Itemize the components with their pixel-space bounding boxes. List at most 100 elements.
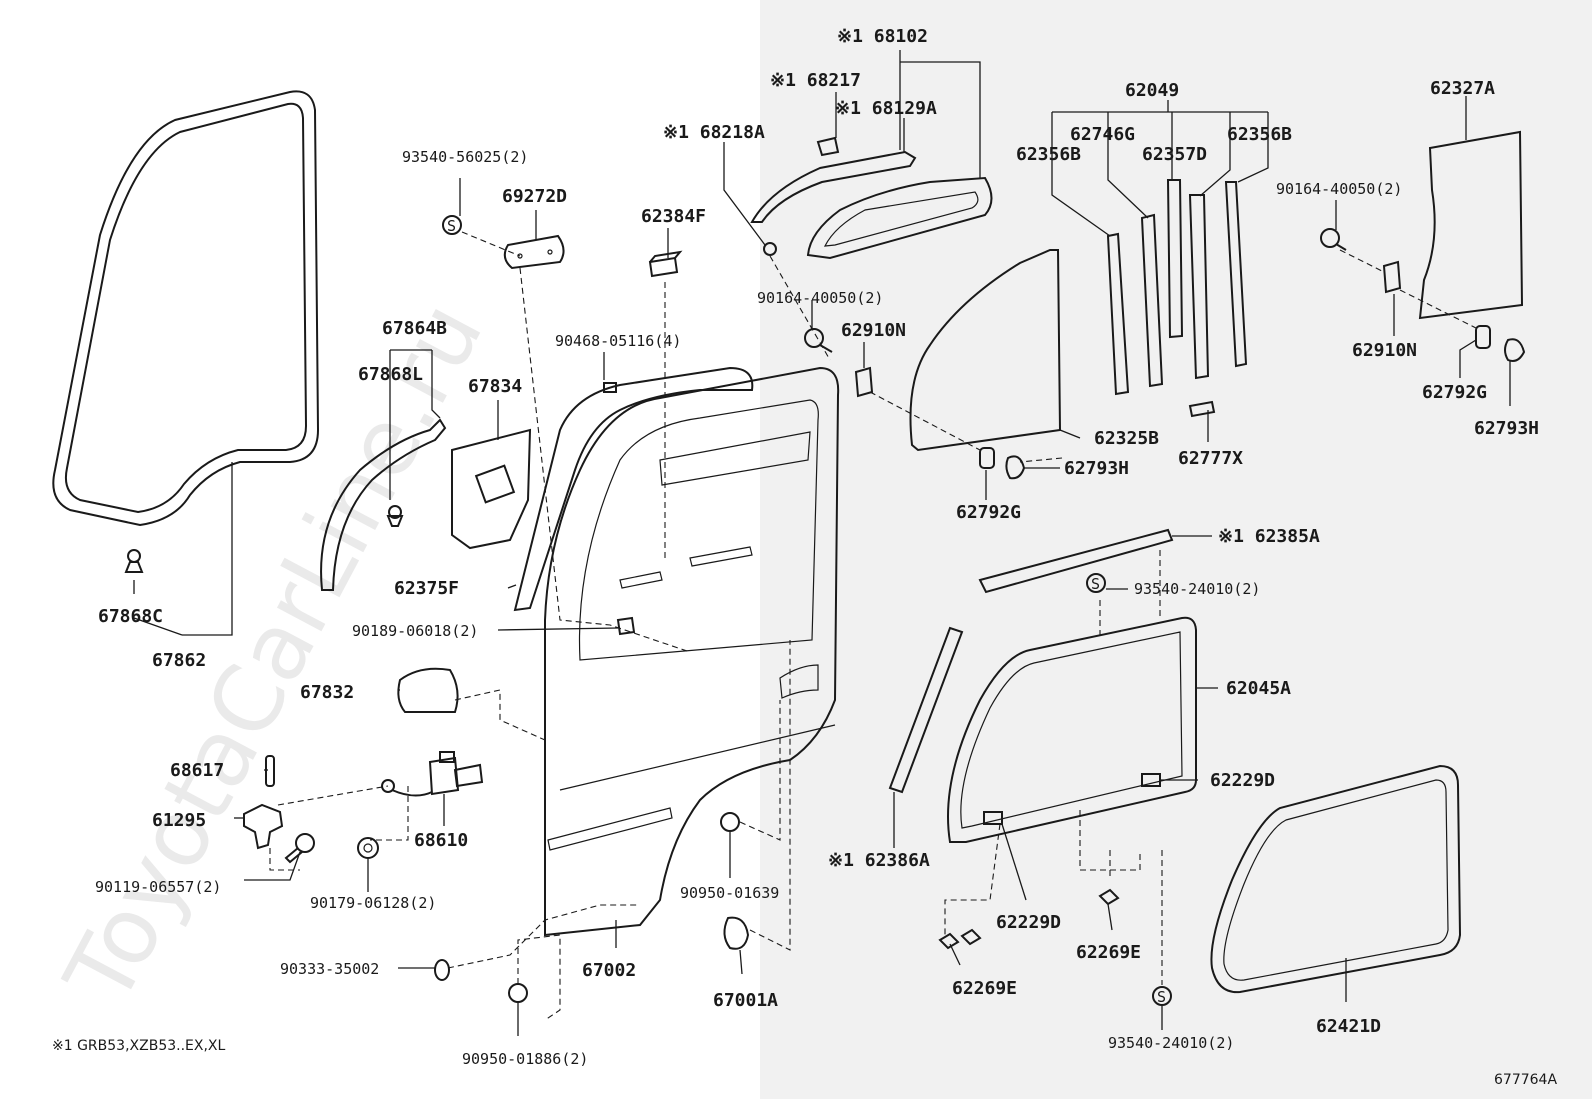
label-93540-24010-upper: 93540-24010(2) <box>1134 580 1260 598</box>
pin-68617 <box>265 755 275 787</box>
label-62045a: 62045A <box>1226 678 1291 699</box>
label-67834: 67834 <box>468 376 522 397</box>
label-67868l: 67868L <box>358 364 423 385</box>
bolt-90119-06557 <box>284 833 315 864</box>
label-62793h-center: 62793H <box>1064 458 1129 479</box>
svg-text:S: S <box>1157 988 1166 1006</box>
cap-62793h-center <box>1005 455 1026 480</box>
strip-62746g <box>1140 213 1164 388</box>
label-68218a: ※1 68218A <box>663 122 765 143</box>
bracket-62910n-left <box>854 366 874 398</box>
clip-67868c <box>124 549 144 573</box>
label-62327a: 62327A <box>1430 78 1495 99</box>
label-68617: 68617 <box>170 760 224 781</box>
label-62777x: 62777X <box>1178 448 1243 469</box>
screw-93540-24010-upper: S <box>1086 573 1106 593</box>
label-90119-06557: 90119-06557(2) <box>95 878 221 896</box>
label-62356b-left: 62356B <box>1016 144 1081 165</box>
label-62386a: ※1 62386A <box>828 850 930 871</box>
strip-62357d <box>1166 179 1184 339</box>
label-62792g-right: 62792G <box>1422 382 1487 403</box>
label-90333-35002: 90333-35002 <box>280 960 379 978</box>
weatherstrip-67862-inner <box>64 102 308 514</box>
label-93540-24010-lower: 93540-24010(2) <box>1108 1034 1234 1052</box>
label-62229d-left: 62229D <box>996 912 1061 933</box>
label-90950-01886: 90950-01886(2) <box>462 1050 588 1068</box>
label-67832: 67832 <box>300 682 354 703</box>
weatherstrip-62421d-inner <box>1223 779 1449 981</box>
label-62384f: 62384F <box>641 206 706 227</box>
label-90179-06128: 90179-06128(2) <box>310 894 436 912</box>
strip-62356b-mid <box>1188 194 1210 380</box>
panel-62327a <box>1418 130 1524 320</box>
svg-text:S: S <box>1091 575 1100 593</box>
label-62421d: 62421D <box>1316 1016 1381 1037</box>
garnish-68102 <box>806 176 993 260</box>
moulding-68129a <box>750 150 917 223</box>
nut-90179-06128-hole <box>363 843 373 853</box>
label-62356b-right: 62356B <box>1227 124 1292 145</box>
tinted-panel <box>760 0 1592 1099</box>
cap-67001a <box>723 916 750 950</box>
moulding-62385a <box>978 528 1174 594</box>
label-67864b: 67864B <box>382 318 447 339</box>
frame-62045a <box>947 616 1197 843</box>
pad-62269e-center <box>1098 888 1120 906</box>
footnote: ※1 GRB53,XZB53..EX,XL <box>52 1038 226 1054</box>
screw-93540-24010-lower: S <box>1152 986 1172 1006</box>
label-68102: ※1 68102 <box>837 26 928 47</box>
label-90164-40050-left: 90164-40050(2) <box>757 289 883 307</box>
block-62384f <box>648 250 683 278</box>
label-61295: 61295 <box>152 810 206 831</box>
cap-62793h-right <box>1504 338 1526 362</box>
frame-62045a-inner <box>960 631 1183 829</box>
label-62229d-right: 62229D <box>1210 770 1275 791</box>
cap-68217 <box>816 136 840 157</box>
garnish-68102-inner <box>823 191 979 247</box>
label-62746g: 62746G <box>1070 124 1135 145</box>
strip-62386a <box>888 626 964 794</box>
label-62792g-center: 62792G <box>956 502 1021 523</box>
label-62269e-left: 62269E <box>952 978 1017 999</box>
channel-62375f <box>513 366 754 612</box>
pad-62269e-left-b <box>960 928 982 946</box>
nut-90179-06128 <box>357 837 379 859</box>
rail-67864b <box>320 418 447 591</box>
pad-62269e-left-a <box>938 932 960 950</box>
label-68217: ※1 68217 <box>770 70 861 91</box>
label-62385a: ※1 62385A <box>1218 526 1320 547</box>
leader-lines <box>133 50 1511 1036</box>
label-62325b: 62325B <box>1094 428 1159 449</box>
label-90468-05116: 90468-05116(4) <box>555 332 681 350</box>
screw-93540-56025: S <box>442 215 462 235</box>
bracket-61295 <box>243 803 284 850</box>
diagram-code: 677764A <box>1494 1072 1557 1088</box>
label-69272d: 69272D <box>502 186 567 207</box>
cover-67832 <box>397 667 459 713</box>
label-93540-56025: 93540-56025(2) <box>402 148 528 166</box>
oring-90333-35002 <box>434 959 450 981</box>
label-68610: 68610 <box>414 830 468 851</box>
label-62375f: 62375F <box>394 578 459 599</box>
label-62910n-right: 62910N <box>1352 340 1417 361</box>
assembly-lines <box>269 231 1481 1021</box>
label-90164-40050-right: 90164-40050(2) <box>1276 180 1402 198</box>
pad-62792g-center <box>979 447 995 469</box>
part-labels: ※1 68102 ※1 68217 ※1 68129A ※1 68218A 93… <box>95 26 1539 1068</box>
label-67862: 67862 <box>152 650 206 671</box>
label-62049: 62049 <box>1125 80 1179 101</box>
label-62910n-left: 62910N <box>841 320 906 341</box>
grommet-90950-01886 <box>508 983 528 1003</box>
svg-text:S: S <box>447 217 456 235</box>
door-shell-67002 <box>544 366 840 937</box>
label-67002: 67002 <box>582 960 636 981</box>
grommet-90950-01639 <box>720 812 740 832</box>
label-90189-06018: 90189-06018(2) <box>352 622 478 640</box>
label-62269e-center: 62269E <box>1076 942 1141 963</box>
label-90950-01639: 90950-01639 <box>680 884 779 902</box>
label-62793h-right: 62793H <box>1474 418 1539 439</box>
weatherstrip-62421d <box>1210 764 1462 994</box>
block-62229d-left <box>983 811 1003 825</box>
clip-67868l <box>386 505 404 527</box>
